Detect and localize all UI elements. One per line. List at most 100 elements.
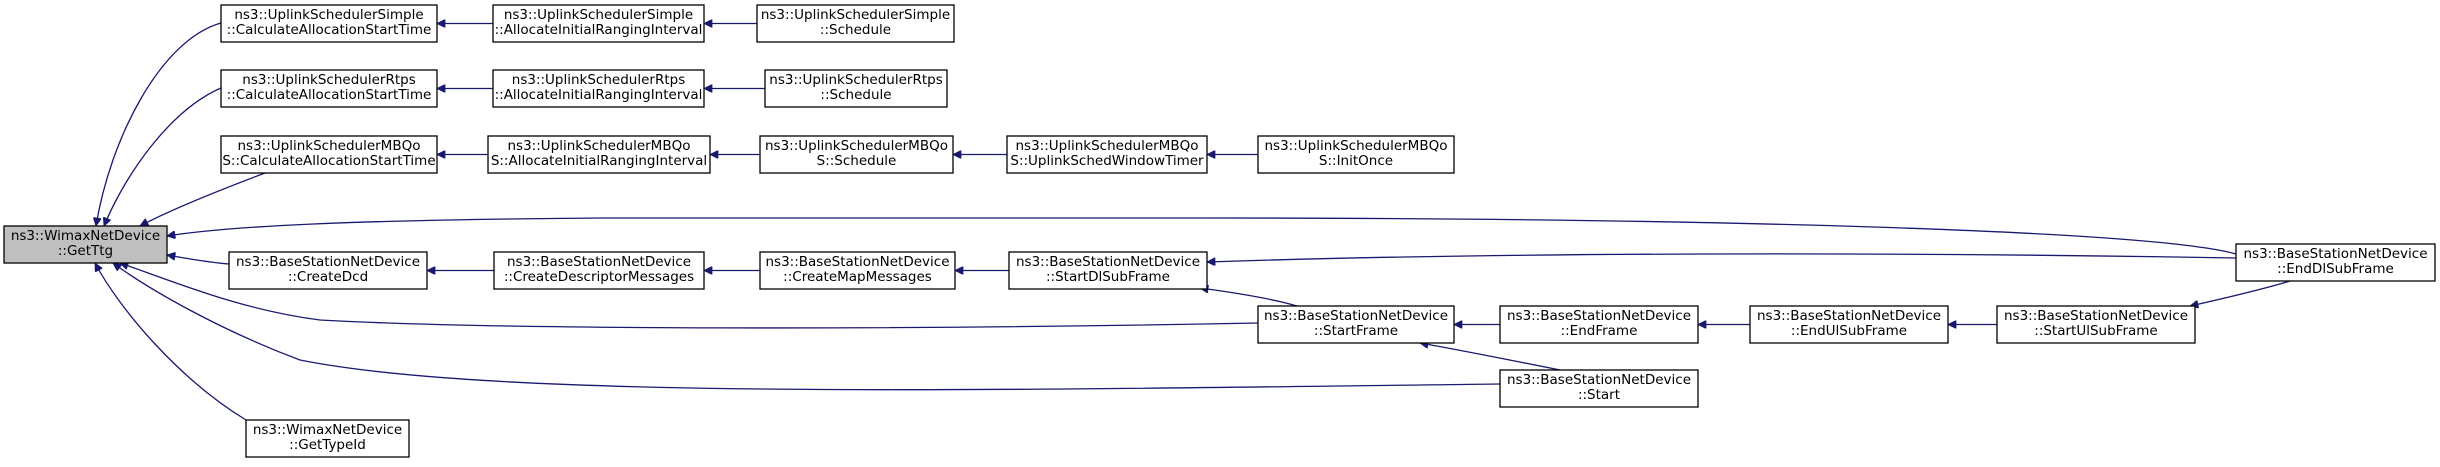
nodes-layer: ns3::WimaxNetDevice::GetTtg ns3::UplinkSc… (3, 4, 2436, 458)
node-mbqos-timer[interactable]: ns3::UplinkSchedulerMBQoS::UplinkSchedWi… (1006, 135, 1208, 174)
node-label-line: ::Schedule (820, 22, 891, 38)
node-label-line: ns3::UplinkSchedulerRtps (769, 72, 942, 88)
node-box (1749, 305, 1949, 344)
node-bs-startdl[interactable]: ns3::BaseStationNetDevice::StartDlSubFra… (1008, 251, 1208, 290)
node-simple-sched[interactable]: ns3::UplinkSchedulerSimple::Schedule (756, 4, 955, 43)
edge-bs-dcd-to-getttg (167, 255, 230, 265)
node-label-line: ::GetTypeId (289, 437, 366, 453)
node-rtps-calc[interactable]: ns3::UplinkSchedulerRtps::CalculateAlloc… (220, 69, 438, 108)
node-bs-start[interactable]: ns3::BaseStationNetDevice::Start (1499, 369, 1699, 408)
node-box (1006, 135, 1208, 174)
node-box (2235, 243, 2436, 282)
node-label-line: ns3::WimaxNetDevice (11, 228, 160, 244)
node-label-line: ns3::UplinkSchedulerSimple (504, 7, 693, 23)
edge-mbqos-calc-to-getttg (140, 172, 266, 227)
node-label-line: ::EndDlSubFrame (2277, 261, 2394, 277)
node-label-line: ns3::BaseStationNetDevice (2004, 308, 2188, 324)
node-label-line: ::CalculateAllocationStartTime (227, 87, 432, 103)
node-bs-map[interactable]: ns3::BaseStationNetDevice::CreateMapMess… (759, 251, 956, 290)
node-label-line: ::CalculateAllocationStartTime (227, 22, 432, 38)
edge-bs-startframe-to-getttg (120, 263, 1259, 329)
node-simple-alloc[interactable]: ns3::UplinkSchedulerSimple::AllocateInit… (492, 4, 705, 43)
node-label-line: ns3::BaseStationNetDevice (765, 254, 949, 270)
node-box (1257, 305, 1455, 344)
node-label-line: ::CreateDescriptorMessages (504, 269, 694, 285)
node-label-line: ::StartUlSubFrame (2034, 323, 2157, 339)
node-box (1257, 135, 1455, 174)
node-box (1499, 369, 1699, 408)
node-label-line: ns3::UplinkSchedulerMBQo (765, 138, 948, 154)
node-label-line: ns3::BaseStationNetDevice (236, 254, 420, 270)
node-box (3, 225, 168, 264)
node-rtps-sched[interactable]: ns3::UplinkSchedulerRtps::Schedule (764, 69, 948, 108)
node-rtps-alloc[interactable]: ns3::UplinkSchedulerRtps::AllocateInitia… (492, 69, 705, 108)
node-label-line: ns3::UplinkSchedulerRtps (512, 72, 685, 88)
node-label-line: ::EndUlSubFrame (1791, 323, 1907, 339)
edge-bs-start-to-getttg (113, 263, 1501, 391)
node-box (1996, 305, 2196, 344)
node-box (228, 251, 428, 290)
node-label-line: S::Schedule (817, 153, 897, 169)
node-bs-endul[interactable]: ns3::BaseStationNetDevice::EndUlSubFrame (1749, 305, 1949, 344)
node-box (220, 4, 438, 43)
node-label-line: ns3::UplinkSchedulerMBQo (238, 138, 421, 154)
node-bs-startframe[interactable]: ns3::BaseStationNetDevice::StartFrame (1257, 305, 1455, 344)
edge-gettypeid-to-getttg (94, 263, 247, 421)
node-label-line: S::AllocateInitialRangingInterval (491, 153, 707, 169)
node-label-line: ::AllocateInitialRangingInterval (495, 22, 703, 38)
node-label-line: ::StartFrame (1314, 323, 1398, 339)
node-box (1008, 251, 1208, 290)
node-bs-startul[interactable]: ns3::BaseStationNetDevice::StartUlSubFra… (1996, 305, 2196, 344)
node-label-line: ns3::UplinkSchedulerMBQo (508, 138, 691, 154)
node-box (487, 135, 711, 174)
edge-bs-enddl-to-bs-startul (2190, 280, 2291, 306)
node-box (764, 69, 948, 108)
node-label-line: ::EndFrame (1561, 323, 1638, 339)
edge-bs-start-to-bs-startframe (1420, 343, 1561, 371)
node-mbqos-alloc[interactable]: ns3::UplinkSchedulerMBQoS::AllocateIniti… (487, 135, 711, 174)
node-label-line: S::InitOnce (1319, 153, 1393, 169)
node-label-line: ns3::BaseStationNetDevice (1264, 308, 1448, 324)
node-box (759, 135, 954, 174)
node-label-line: ::Schedule (820, 87, 891, 103)
node-bs-dcd[interactable]: ns3::BaseStationNetDevice::CreateDcd (228, 251, 428, 290)
node-label-line: S::UplinkSchedWindowTimer (1010, 153, 1204, 169)
node-label-line: ::AllocateInitialRangingInterval (495, 87, 703, 103)
node-label-line: ns3::WimaxNetDevice (253, 422, 402, 438)
node-label-line: ::GetTtg (58, 243, 113, 259)
node-bs-desc[interactable]: ns3::BaseStationNetDevice::CreateDescrip… (493, 251, 705, 290)
node-mbqos-calc[interactable]: ns3::UplinkSchedulerMBQoS::CalculateAllo… (220, 135, 438, 174)
node-box (220, 135, 438, 174)
node-label-line: S::CalculateAllocationStartTime (222, 153, 435, 169)
edge-rtps-calc-to-getttg (104, 87, 222, 226)
node-label-line: ns3::UplinkSchedulerSimple (234, 7, 423, 23)
node-bs-enddl[interactable]: ns3::BaseStationNetDevice::EndDlSubFrame (2235, 243, 2436, 282)
node-label-line: ns3::UplinkSchedulerMBQo (1016, 138, 1199, 154)
node-getttg[interactable]: ns3::WimaxNetDevice::GetTtg (3, 225, 168, 264)
node-label-line: ns3::BaseStationNetDevice (1757, 308, 1941, 324)
edge-bs-enddl-to-getttg (167, 217, 2237, 255)
edge-bs-enddl-to-bs-startdl (1207, 253, 2237, 262)
node-gettypeid[interactable]: ns3::WimaxNetDevice::GetTypeId (245, 419, 410, 458)
node-box (492, 4, 705, 43)
node-simple-calc[interactable]: ns3::UplinkSchedulerSimple::CalculateAll… (220, 4, 438, 43)
edges-layer (94, 22, 2291, 421)
node-box (245, 419, 410, 458)
edge-bs-startframe-to-bs-startdl (1200, 288, 1298, 307)
edge-simple-calc-to-getttg (96, 22, 222, 226)
node-label-line: ns3::UplinkSchedulerSimple (761, 7, 950, 23)
node-label-line: ns3::UplinkSchedulerRtps (242, 72, 415, 88)
node-box (220, 69, 438, 108)
node-label-line: ns3::BaseStationNetDevice (1016, 254, 1200, 270)
node-label-line: ::Start (1578, 387, 1620, 403)
node-label-line: ns3::BaseStationNetDevice (1507, 308, 1691, 324)
node-bs-endframe[interactable]: ns3::BaseStationNetDevice::EndFrame (1499, 305, 1699, 344)
node-label-line: ns3::BaseStationNetDevice (2243, 246, 2427, 262)
node-label-line: ::StartDlSubFrame (1046, 269, 1170, 285)
node-label-line: ns3::BaseStationNetDevice (507, 254, 691, 270)
node-label-line: ns3::UplinkSchedulerMBQo (1265, 138, 1448, 154)
node-box (492, 69, 705, 108)
